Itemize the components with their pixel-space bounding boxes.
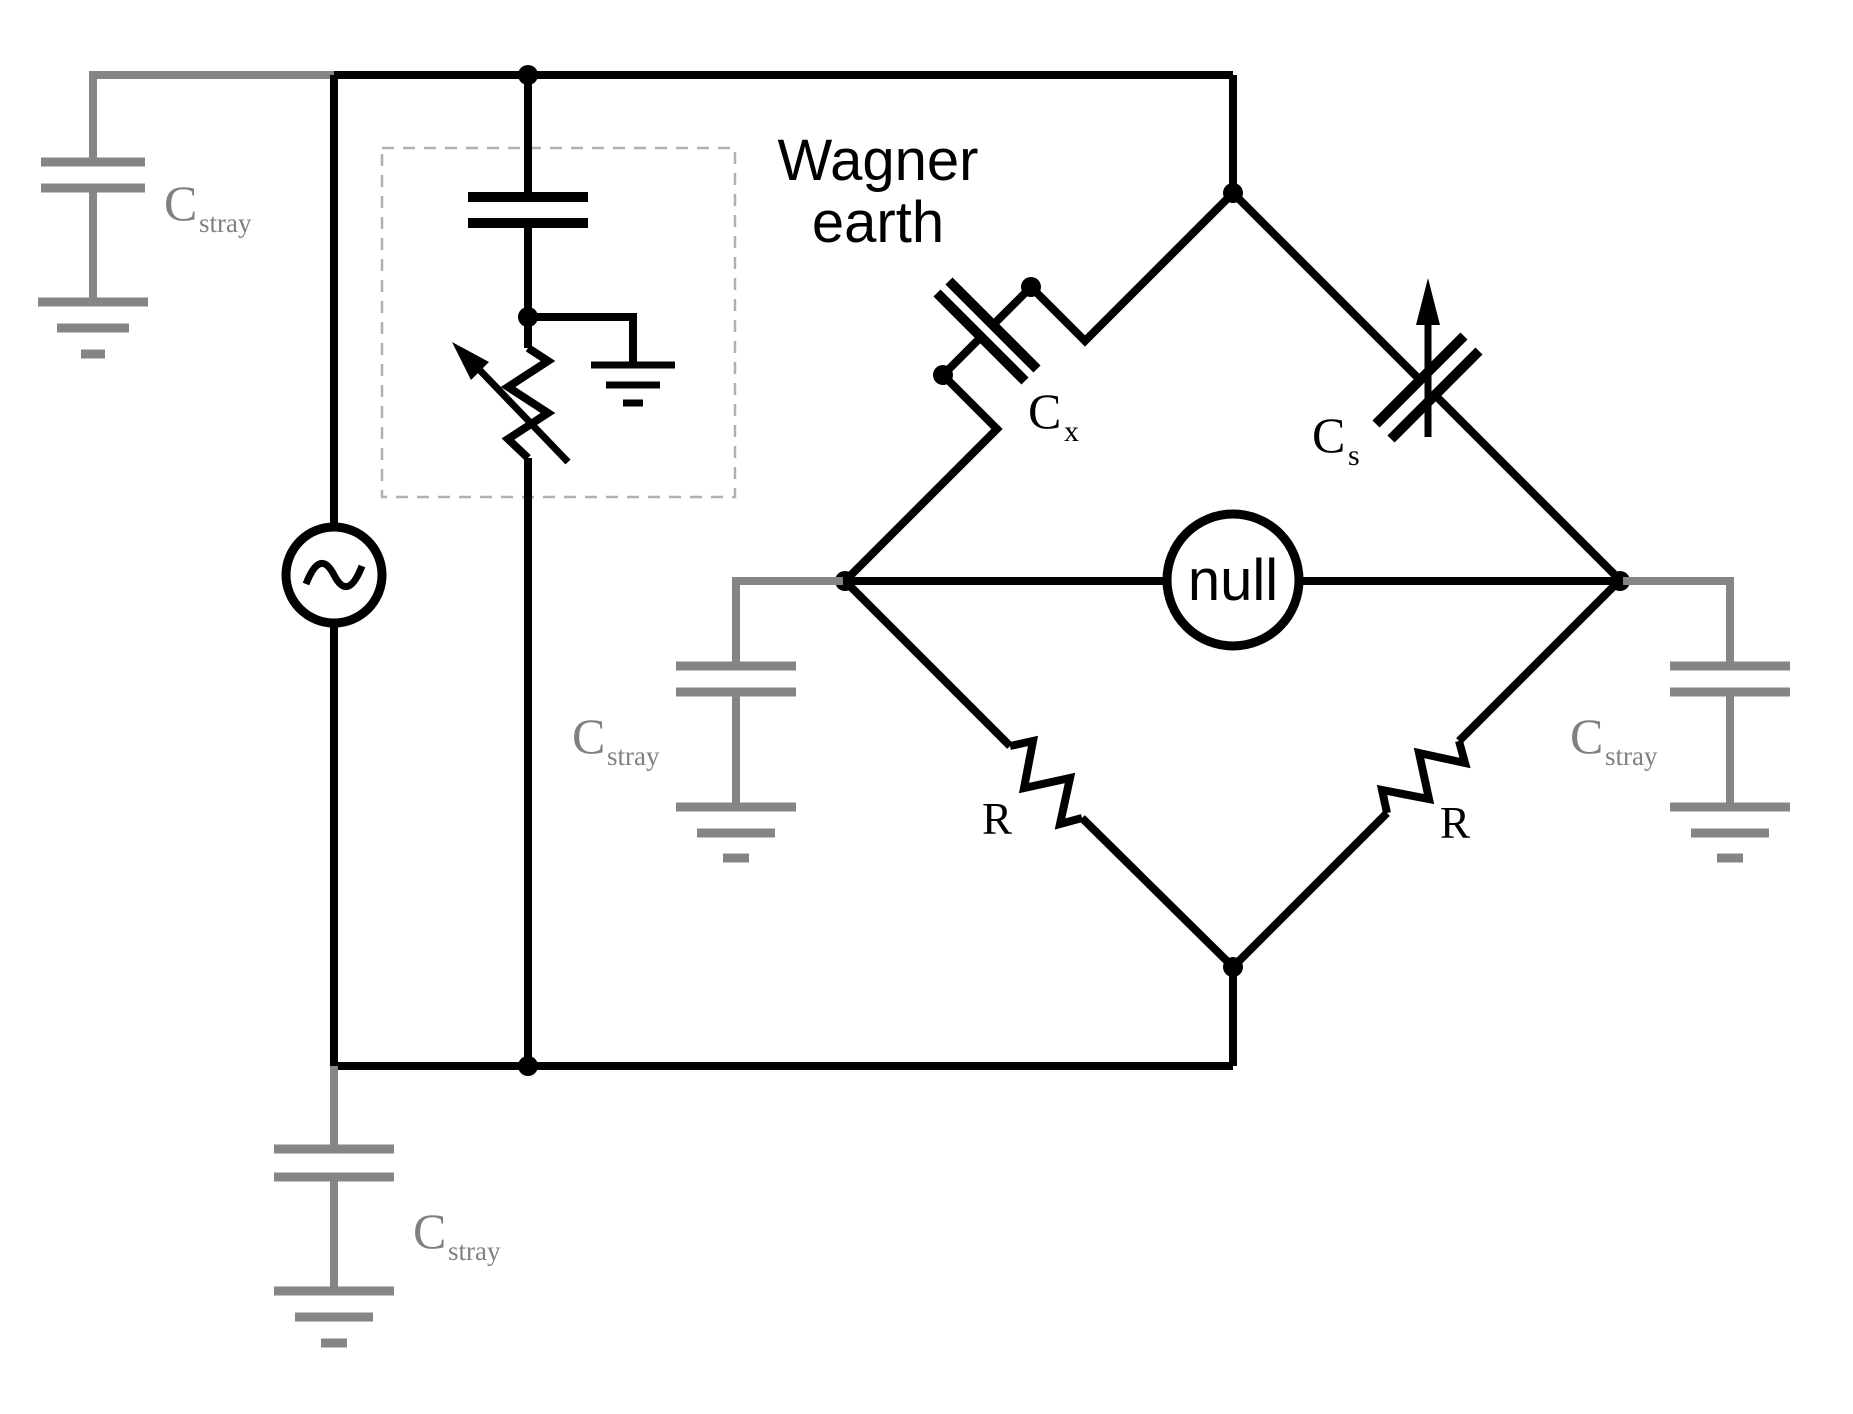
ground-icon — [591, 361, 675, 407]
node-left — [835, 571, 855, 591]
null-detector-icon — [1162, 509, 1304, 651]
ac-source-icon — [281, 522, 387, 628]
wire — [842, 334, 1003, 584]
wagner-earth-title-line1: Wagner — [778, 128, 979, 193]
bridge-arm-r-left: R — [842, 578, 1236, 970]
bridge-arm-cx: C x — [842, 190, 1236, 584]
stray-capacitance-top-left: C stray — [38, 71, 334, 359]
ground-icon — [274, 1286, 394, 1348]
stray-capacitance-mid-left: C stray — [572, 577, 843, 863]
capacitor-icon — [274, 1144, 394, 1182]
wire — [1079, 815, 1236, 970]
wire — [1623, 577, 1734, 662]
cstray-label: C stray — [413, 1203, 501, 1266]
ground-icon — [1670, 802, 1790, 863]
ground-icon — [38, 297, 148, 359]
variable-resistor-icon — [452, 342, 571, 465]
node-bottom — [1223, 957, 1243, 977]
wire — [842, 578, 1013, 749]
capacitor-icon — [468, 192, 588, 228]
wagner-earth-title-line2: earth — [812, 190, 944, 255]
variable-capacitor-icon — [1372, 278, 1483, 443]
resistor-icon — [1376, 739, 1471, 814]
capacitor-icon — [1670, 661, 1790, 697]
cstray-label: C stray — [1570, 708, 1658, 771]
r-right-label: R — [1440, 798, 1470, 848]
capacitor-icon — [41, 157, 145, 193]
wire — [990, 190, 1236, 347]
wire — [1230, 190, 1423, 383]
r-left-label: R — [982, 794, 1012, 844]
wire — [89, 71, 334, 158]
wire — [732, 577, 843, 662]
null-label: null — [1188, 548, 1278, 613]
resistor-icon — [1009, 735, 1084, 830]
wagner-earth-box — [380, 146, 737, 499]
capacitor-icon — [676, 661, 796, 697]
wire — [528, 313, 637, 365]
wire — [1230, 810, 1390, 970]
source-loop — [281, 71, 1237, 1070]
ground-icon — [676, 802, 796, 863]
wagner-earth-network: Wagner earth — [380, 65, 979, 1076]
node-right — [1610, 571, 1630, 591]
stray-capacitance-bottom: C stray — [274, 1066, 501, 1348]
capacitor-icon — [933, 277, 1041, 385]
bridge-arm-r-right: R — [1230, 577, 1623, 970]
null-detector: null — [845, 509, 1620, 651]
capacitance-bridge: C x C s R — [835, 183, 1630, 977]
node-top — [1223, 183, 1243, 203]
cx-label: C x — [1028, 383, 1079, 448]
cs-label: C s — [1312, 407, 1360, 472]
stray-capacitance-mid-right: C stray — [1570, 577, 1790, 863]
cstray-label: C stray — [164, 175, 252, 238]
wire — [1456, 577, 1623, 744]
bridge-arm-cs: C s — [1230, 190, 1623, 583]
cstray-label: C stray — [572, 708, 660, 771]
wire — [1432, 392, 1623, 583]
